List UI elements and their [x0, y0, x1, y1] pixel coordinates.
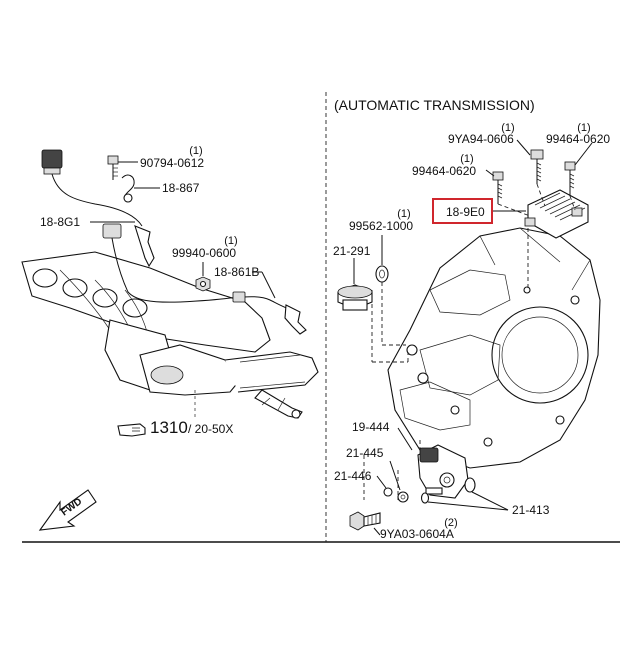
oring-21445: [397, 491, 409, 503]
label-18-8G1[interactable]: 18-8G1: [40, 215, 80, 229]
label-99464-0620-left[interactable]: 99464-0620: [412, 164, 476, 178]
label-21-291[interactable]: 21-291: [333, 244, 371, 258]
qty-99562: (1): [397, 208, 410, 220]
qty-9YA94: (1): [501, 122, 514, 134]
qty-99940: (1): [224, 235, 237, 247]
bracket-18867: [121, 174, 135, 203]
label-18-867[interactable]: 18-867: [162, 181, 200, 195]
bolt-9YA94: [530, 149, 544, 184]
section-title: (AUTOMATIC TRANSMISSION): [334, 97, 535, 113]
ref-1310[interactable]: 1310: [150, 418, 188, 437]
bolt-90794: [107, 155, 119, 180]
gear-21446: [383, 487, 393, 497]
label-21-445[interactable]: 21-445: [346, 446, 384, 460]
qty-90794: (1): [189, 145, 202, 157]
transmission-case-illustration: [387, 227, 601, 469]
label-99562-1000[interactable]: 99562-1000: [349, 219, 413, 233]
tcm-module: [524, 189, 589, 239]
washer-99562: [375, 265, 389, 283]
hand-pointer-icon: [117, 423, 146, 437]
right-leader-lines: [353, 139, 593, 536]
ref-20-50X[interactable]: / 20-50X: [188, 422, 233, 436]
qty-99464-right: (1): [577, 122, 590, 134]
qty-99464-left: (1): [460, 153, 473, 165]
label-99940-0600[interactable]: 99940-0600: [172, 246, 236, 260]
label-9YA94-0606[interactable]: 9YA94-0606: [448, 132, 514, 146]
label-18-9E0[interactable]: 18-9E0: [446, 205, 485, 219]
solenoid-19444: [417, 444, 469, 499]
highlight-box-189E0: [432, 198, 493, 224]
left-leader-lines: [90, 161, 276, 420]
label-90794-0612[interactable]: 90794-0612: [140, 156, 204, 170]
fwd-arrow-icon: FWD: [38, 489, 97, 531]
downstream-o2-sensor: [229, 291, 307, 335]
label-21-446[interactable]: 21-446: [334, 469, 372, 483]
label-99464-0620-right[interactable]: 99464-0620: [546, 132, 610, 146]
qty-9YA03: (2): [444, 517, 457, 529]
label-9YA03-0604A[interactable]: 9YA03-0604A: [380, 527, 454, 541]
label-21-413[interactable]: 21-413: [512, 503, 550, 517]
bolt-9YA03: [349, 511, 381, 531]
label-18-861B[interactable]: 18-861B: [214, 265, 259, 279]
bolt-99464-left: [492, 171, 504, 204]
nut-99940: [195, 276, 211, 292]
bolt-99464-right: [564, 161, 576, 196]
upstream-o2-sensor: [41, 149, 231, 303]
label-19-444[interactable]: 19-444: [352, 420, 390, 434]
exhaust-manifold-illustration: [21, 251, 319, 419]
sensor-21291: [337, 284, 373, 311]
oring-21413: [420, 477, 476, 504]
